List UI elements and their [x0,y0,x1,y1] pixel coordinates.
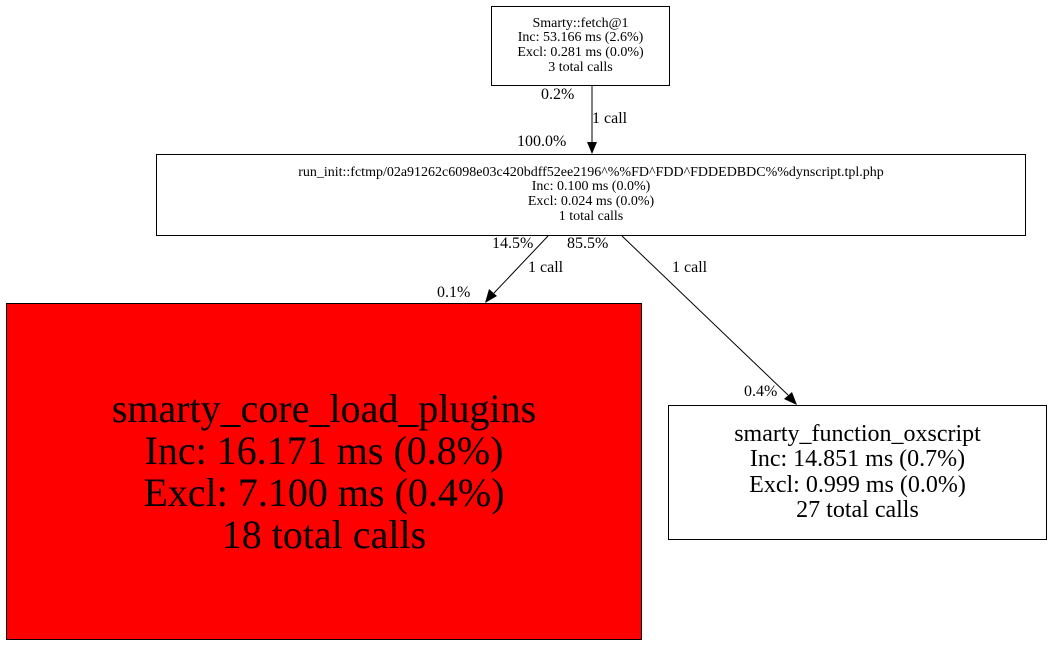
node-name: run_init::fctmp/02a91262c6098e03c420bdff… [298,164,884,180]
node-name: smarty_function_oxscript [734,421,981,448]
node-inclusive: Inc: 14.851 ms (0.7%) [749,446,966,473]
node-smarty-function-oxscript[interactable]: smarty_function_oxscript Inc: 14.851 ms … [668,405,1047,540]
node-calls: 27 total calls [796,496,919,523]
edge-label: 1 call [592,110,628,127]
node-calls: 3 total calls [548,59,613,75]
edge-tail-label: 85.5% [567,235,609,252]
node-inclusive: Inc: 0.100 ms (0.0%) [531,179,651,195]
arrowhead-icon [485,289,497,303]
edge-head-label: 0.4% [744,383,778,400]
node-exclusive: Excl: 0.999 ms (0.0%) [749,471,966,498]
node-name: smarty_core_load_plugins [111,385,537,431]
node-name: Smarty::fetch@1 [532,15,629,31]
node-exclusive: Excl: 7.100 ms (0.4%) [143,469,505,515]
arrowhead-icon [784,392,797,405]
edge-label: 1 call [528,259,564,276]
node-exclusive: Excl: 0.024 ms (0.0%) [527,194,655,209]
edge-tail-label: 14.5% [492,235,534,252]
edge-fetch-to-run-init [587,86,597,154]
edge-head-label: 100.0% [517,133,567,150]
edge-head-label: 0.1% [437,284,471,301]
node-inclusive: Inc: 53.166 ms (2.6%) [517,30,644,46]
node-smarty-core-load-plugins[interactable]: smarty_core_load_plugins Inc: 16.171 ms … [6,303,642,640]
node-calls: 18 total calls [221,511,427,557]
node-calls: 1 total calls [558,208,624,224]
node-run-init[interactable]: run_init::fctmp/02a91262c6098e03c420bdff… [156,154,1026,236]
node-exclusive: Excl: 0.281 ms (0.0%) [517,45,644,60]
arrowhead-icon [587,142,597,154]
node-inclusive: Inc: 16.171 ms (0.8%) [144,427,504,473]
edge-tail-label: 0.2% [541,86,575,103]
edge-run-init-to-load-plugins [485,235,549,303]
edge-run-init-to-oxscript [621,235,797,405]
node-smarty-fetch[interactable]: Smarty::fetch@1 Inc: 53.166 ms (2.6%) Ex… [491,6,670,86]
edge-label: 1 call [672,259,708,276]
